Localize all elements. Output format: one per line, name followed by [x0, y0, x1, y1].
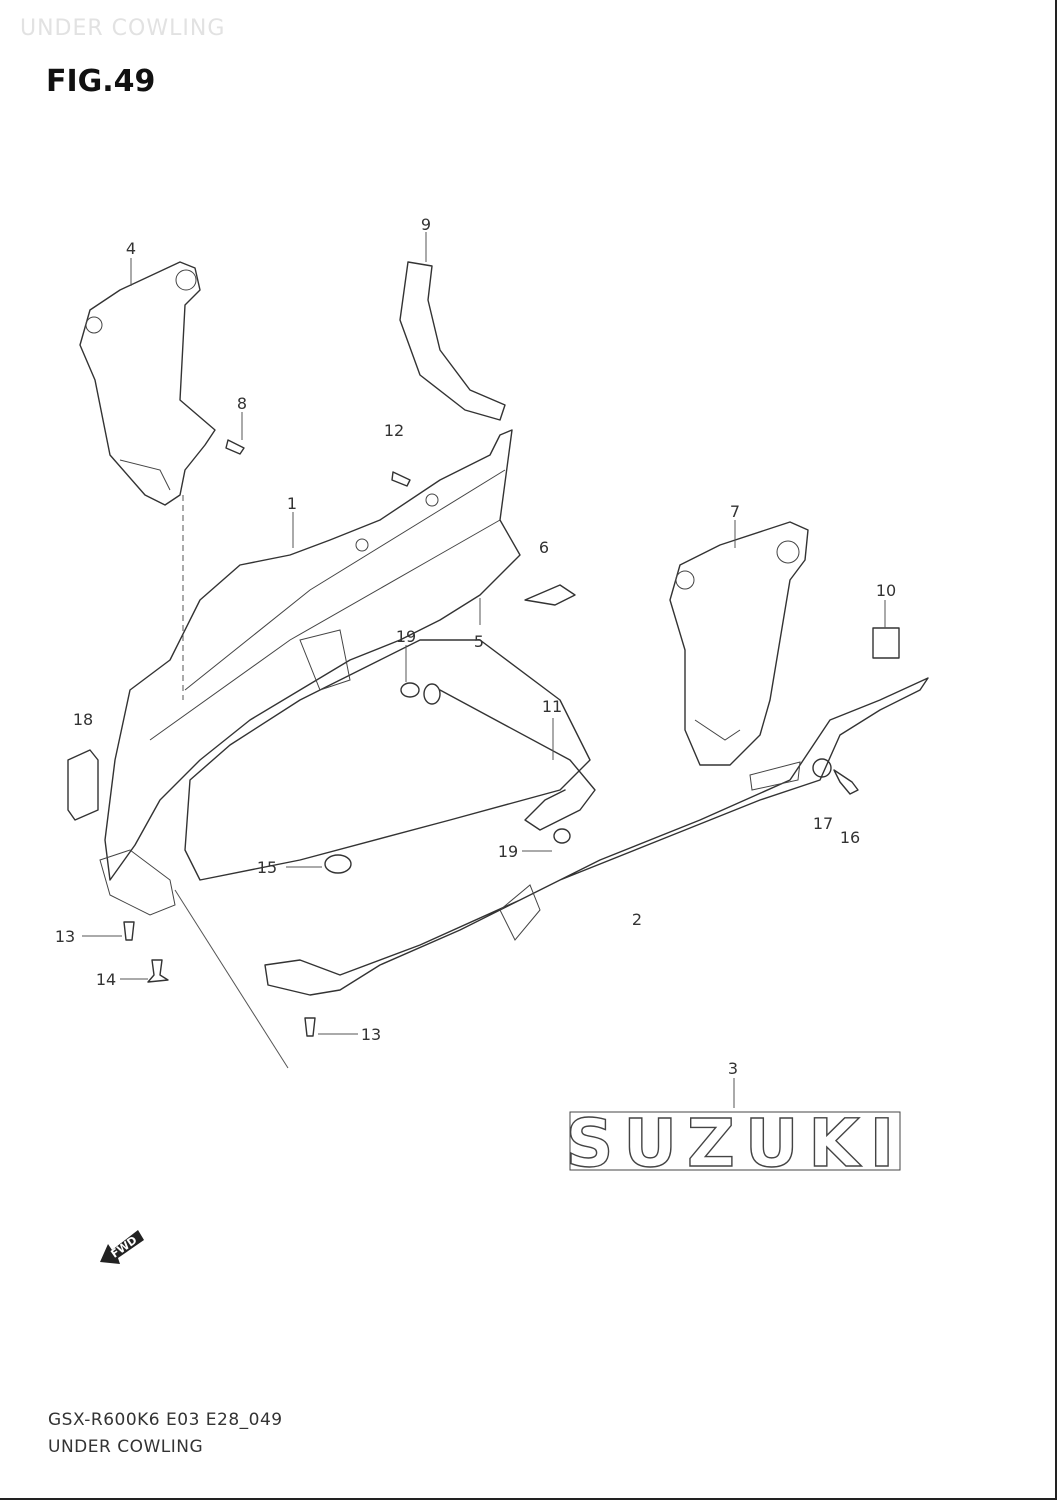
callout-13-bottom: 13 [361, 1025, 381, 1044]
callout-17: 17 [813, 814, 833, 833]
part-9-curved-strip [399, 261, 506, 421]
fwd-arrow-icon: FWD [100, 1230, 144, 1264]
part-8-screw [225, 439, 245, 455]
callout-16: 16 [840, 828, 860, 847]
footer-diagram-code: GSX-R600K6 E03 E28_049 [48, 1410, 283, 1430]
callout-2: 2 [632, 910, 642, 929]
part-7-right-bracket [669, 521, 809, 766]
callout-5: 5 [474, 632, 484, 651]
callout-11: 11 [542, 697, 562, 716]
callout-8: 8 [237, 394, 247, 413]
part-6-clip [524, 584, 576, 606]
part-14-screw [147, 959, 169, 983]
callout-3: 3 [728, 1059, 738, 1078]
part-13-screw-left [123, 921, 135, 941]
callout-19-lower: 19 [498, 842, 518, 861]
figure-label: FIG.49 [46, 64, 156, 99]
leader-lines [82, 232, 886, 1108]
part-12-screw [391, 471, 411, 487]
callout-1: 1 [287, 494, 297, 513]
part-13-screw-bottom [304, 1017, 316, 1037]
callout-10: 10 [876, 581, 896, 600]
suzuki-logo-text: SUZUKI [566, 1105, 904, 1182]
callout-19-upper: 19 [396, 627, 416, 646]
callout-labels: 4 9 8 12 1 6 7 10 5 19 11 18 17 16 19 15… [55, 215, 896, 1078]
part-11-bracket [439, 689, 596, 844]
callout-18: 18 [73, 710, 93, 729]
footer-section-title: UNDER COWLING [48, 1437, 204, 1457]
part-15-fastener [324, 854, 352, 874]
callout-12: 12 [384, 421, 404, 440]
page-border-right [1055, 0, 1057, 1500]
part-10-clip [872, 627, 900, 659]
part-4-left-bracket [79, 261, 216, 506]
callout-6: 6 [539, 538, 549, 557]
fwd-label: FWD [108, 1234, 139, 1261]
page-border-bottom [0, 1498, 1057, 1500]
callout-13-left: 13 [55, 927, 75, 946]
callout-14: 14 [96, 970, 116, 989]
part-2-lower-rail [264, 677, 929, 996]
part-3-suzuki-logo: SUZUKI [565, 1104, 904, 1183]
part-16-17-bolt-collar [812, 758, 859, 795]
part-18-clip [67, 749, 99, 821]
section-header-faint: UNDER COWLING [20, 16, 226, 41]
callout-9: 9 [421, 215, 431, 234]
callout-15: 15 [257, 858, 277, 877]
callout-7: 7 [730, 502, 740, 521]
part-1-5-cowling-body [99, 429, 591, 916]
callout-4: 4 [126, 239, 136, 258]
part-19-grommet-upper [400, 682, 441, 705]
